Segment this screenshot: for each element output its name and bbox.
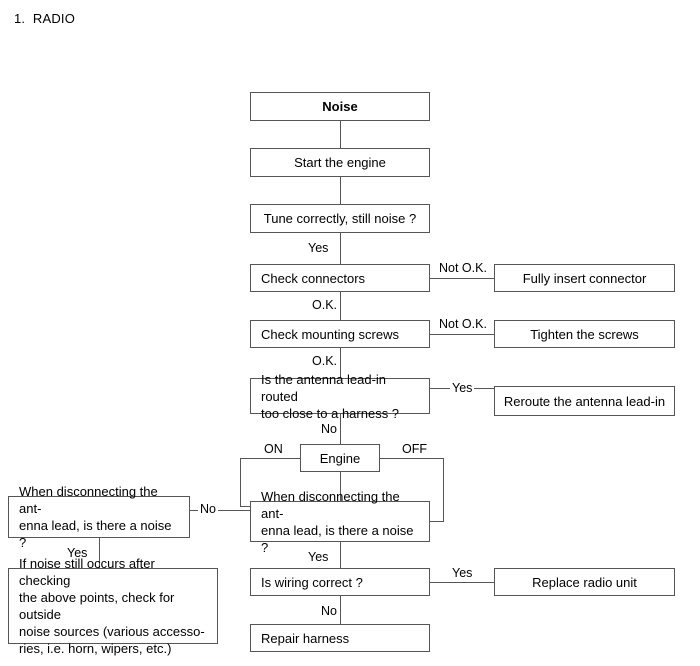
node-replace-radio-unit[interactable]: Replace radio unit [494, 568, 675, 596]
edge-screws-to-tighten [430, 334, 494, 335]
edge-engine-off-into-box [430, 521, 444, 522]
node-disconnect-antenna-main-line2: enna lead, is there a noise ? [261, 522, 414, 555]
node-reroute-antenna-lead-in-label: Reroute the antenna lead-in [503, 393, 666, 409]
edge-label-screws-ok: O.K. [310, 354, 340, 368]
node-outside-noise-sources-line4: ries, i.e. horn, wipers, etc.) [19, 641, 172, 656]
edge-label-connectors-notok: Not O.K. [437, 261, 489, 275]
edge-connectors-to-insert [430, 278, 494, 279]
node-repair-harness-label: Repair harness [261, 630, 350, 646]
node-check-connectors[interactable]: Check connectors [250, 264, 430, 292]
node-tighten-screws[interactable]: Tighten the screws [494, 320, 675, 348]
edge-label-tune-yes: Yes [306, 241, 331, 255]
node-outside-noise-sources-line2: the above points, check for outside [19, 590, 175, 622]
edge-engine-off-h [380, 458, 443, 459]
node-fully-insert-connector[interactable]: Fully insert connector [494, 264, 675, 292]
edge-wiring-to-repair [340, 596, 341, 624]
node-antenna-lead-in-routed-line1: Is the antenna lead-in routed [261, 371, 387, 404]
edge-disconnect-left-yes [99, 538, 100, 568]
node-tune-correctly[interactable]: Tune correctly, still noise ? [250, 204, 430, 233]
node-check-mounting-screws[interactable]: Check mounting screws [250, 320, 430, 348]
node-disconnect-antenna-main[interactable]: When disconnecting the ant- enna lead, i… [250, 489, 430, 555]
edge-label-disconnect-main-yes: Yes [306, 550, 331, 564]
edge-screws-to-antenna [340, 348, 341, 378]
edge-label-antenna-yes: Yes [450, 381, 475, 395]
edge-label-disconnect-no: No [198, 502, 218, 516]
edge-label-antenna-no: No [319, 422, 339, 436]
edge-engine-on-v [240, 458, 241, 506]
node-check-connectors-label: Check connectors [261, 270, 366, 286]
node-disconnect-antenna-left[interactable]: When disconnecting the ant- enna lead, i… [8, 484, 190, 550]
page-title: 1. RADIO [14, 11, 76, 26]
node-engine[interactable]: Engine [300, 444, 380, 472]
node-tighten-screws-label: Tighten the screws [530, 326, 639, 342]
edge-disconnect-to-wiring [340, 542, 341, 568]
edge-antenna-to-engine [340, 414, 341, 445]
node-repair-harness[interactable]: Repair harness [250, 624, 430, 652]
node-outside-noise-sources-line3: noise sources (various accesso- [19, 624, 205, 639]
edge-label-disconnect-left-yes: Yes [65, 546, 90, 560]
edge-label-wiring-yes: Yes [450, 566, 475, 580]
node-replace-radio-unit-label: Replace radio unit [532, 574, 637, 590]
node-outside-noise-sources-line1: If noise still occurs after checking [19, 556, 155, 588]
node-check-mounting-screws-label: Check mounting screws [261, 326, 399, 342]
node-disconnect-antenna-main-line1: When disconnecting the ant- [261, 488, 400, 521]
node-start-engine-label: Start the engine [294, 155, 386, 170]
edge-label-screws-notok: Not O.K. [437, 317, 489, 331]
node-disconnect-antenna-left-line1: When disconnecting the ant- [19, 484, 158, 516]
edge-label-engine-on: ON [262, 442, 285, 456]
node-tune-correctly-label: Tune correctly, still noise ? [263, 211, 417, 226]
edge-connectors-to-screws [340, 292, 341, 322]
edge-label-connectors-ok: O.K. [310, 298, 340, 312]
edge-disconnect-no [190, 510, 251, 511]
edge-wiring-to-replace [430, 582, 494, 583]
node-disconnect-antenna-left-line2: enna lead, is there a noise ? [19, 518, 172, 550]
edge-start-to-tune [340, 177, 341, 204]
edge-engine-on-into-box [240, 506, 251, 507]
node-antenna-lead-in-routed[interactable]: Is the antenna lead-in routed too close … [250, 372, 430, 421]
edge-tune-to-connectors [340, 233, 341, 264]
edge-label-engine-off: OFF [400, 442, 429, 456]
node-reroute-antenna-lead-in[interactable]: Reroute the antenna lead-in [494, 386, 675, 416]
edge-engine-to-disconnect [340, 472, 341, 501]
node-is-wiring-correct[interactable]: Is wiring correct ? [250, 568, 430, 596]
node-start-engine[interactable]: Start the engine [250, 148, 430, 177]
node-is-wiring-correct-label: Is wiring correct ? [261, 574, 363, 590]
node-engine-label: Engine [319, 450, 361, 466]
edge-engine-off-v [443, 458, 444, 521]
edge-engine-on-h [240, 458, 300, 459]
node-antenna-lead-in-routed-line2: too close to a harness ? [261, 405, 400, 421]
edge-noise-to-start [340, 121, 341, 148]
edge-label-wiring-no: No [319, 604, 339, 618]
node-noise[interactable]: Noise [250, 92, 430, 121]
node-fully-insert-connector-label: Fully insert connector [522, 270, 647, 286]
node-noise-label: Noise [322, 99, 358, 114]
node-outside-noise-sources[interactable]: If noise still occurs after checking the… [8, 556, 218, 656]
